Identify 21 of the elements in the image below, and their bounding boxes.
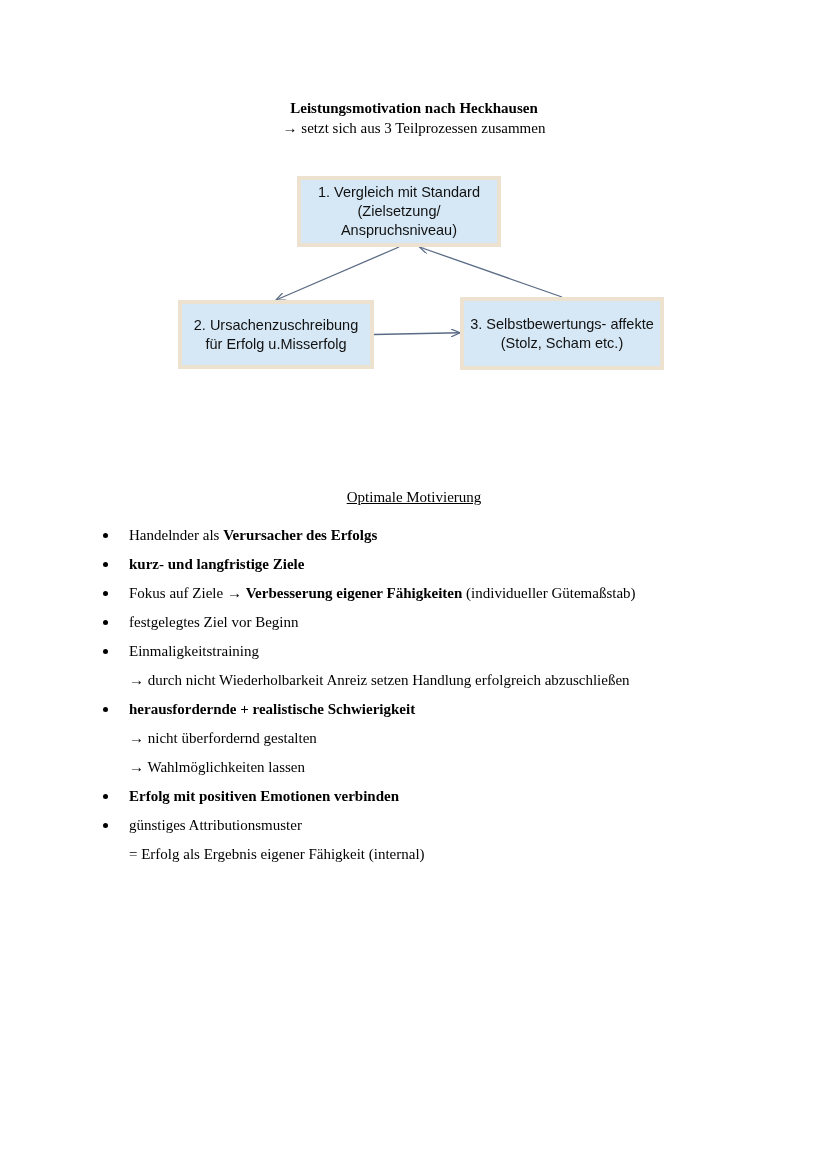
- arrow: [275, 246, 400, 301]
- process-box: 3. Selbstbewertungs- affekte (Stolz, Scham etc.): [460, 297, 664, 370]
- list-item: herausfordernde + realistische Schwierigkeit: [129, 700, 416, 718]
- subtitle: → setzt sich aus 3 Teilprozessen zusammen: [282, 119, 546, 137]
- arrow: [373, 328, 461, 338]
- title: Leistungsmotivation nach Heckhausen: [289, 99, 539, 117]
- list-item: → durch nicht Wiederholbarkeit Anreiz setzen Handlung erfolgreich abzuschließen: [129, 671, 630, 689]
- list-item: Erfolg mit positiven Emotionen verbinden: [129, 787, 399, 805]
- list-item: = Erfolg als Ergebnis eigener Fähigkeit (internal): [129, 845, 425, 863]
- list-item: → nicht überfordernd gestalten: [129, 729, 317, 747]
- list-item: festgelegtes Ziel vor Beginn: [129, 613, 299, 631]
- section-heading: Optimale Motivierung: [346, 488, 482, 506]
- list-item: kurz- und langfristige Ziele: [129, 555, 305, 573]
- list-item: Einmaligkeitstraining: [129, 642, 259, 660]
- process-box: 1. Vergleich mit Standard (Zielsetzung/ Anspruchsniveau): [297, 176, 501, 247]
- process-box: 2. Ursachenzuschreibung für Erfolg u.Misserfolg: [178, 300, 374, 369]
- list-item: → Wahlmöglichkeiten lassen: [129, 758, 305, 776]
- list-item: günstiges Attributionsmuster: [129, 816, 302, 834]
- list-item: Handelnder als Verursacher des Erfolgs: [129, 526, 378, 544]
- list-item: Fokus auf Ziele → Verbesserung eigener Fähigkeiten (individueller Gütemaßstab): [129, 584, 636, 602]
- arrow: [418, 245, 563, 298]
